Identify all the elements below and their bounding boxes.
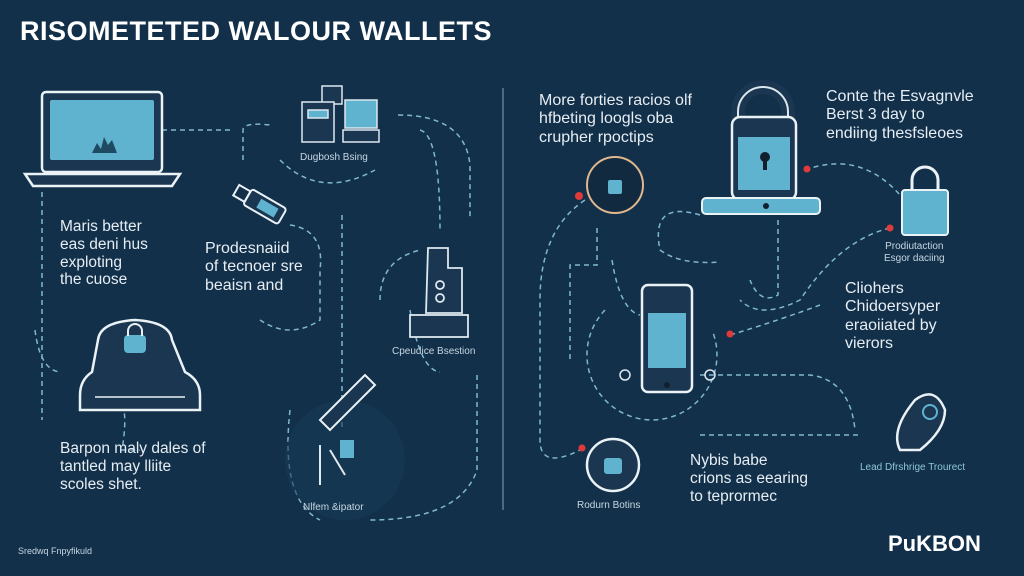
right-text-block-1: More forties racios olf hfbeting loogls … — [539, 92, 692, 146]
laptop-icon — [22, 90, 183, 188]
right-text-block-3: Cliohers Chidoersyper eraoiiated by vier… — [845, 280, 941, 353]
hand-key-icon — [895, 393, 947, 452]
hardware-wallet-icon — [78, 318, 202, 412]
page-title: RISOMETETED WALOUR WALLETS — [20, 16, 492, 46]
security-badge-icon — [575, 156, 644, 214]
text-block-3: Barpon maly dales of tantled may lliite … — [60, 440, 206, 493]
lock-badge-icon — [578, 437, 641, 493]
server-icon — [409, 247, 469, 338]
server-label: Cpeudice Bsestion — [392, 346, 476, 357]
devices-label: Dugbosh Bsing — [300, 152, 368, 163]
usb-key-icon — [231, 183, 287, 225]
small-padlock-icon — [886, 165, 949, 236]
pen-tool-icon — [285, 373, 405, 520]
hand-label: Lead Dfrshrige Trourect — [860, 462, 966, 473]
connector-lines — [34, 114, 901, 521]
padlock-icon — [701, 80, 821, 215]
right-text-block-4: Nybis babe crions as eearing to teprorme… — [690, 452, 809, 505]
badge-label: Rodurn Botins — [577, 500, 641, 511]
smartphone-icon — [619, 283, 734, 394]
lock-label: Prodiutaction Esgor daciing — [884, 241, 945, 264]
footer-note: Sredwq Fnpyfikuld — [18, 546, 93, 556]
text-block-2: Prodesnaiid of tecnoer sre beaisn and — [205, 240, 303, 294]
right-text-block-2: Conte the Esvagnvle Berst 3 day to endii… — [826, 88, 974, 142]
tool-label: Nlfem &ipator — [303, 502, 364, 513]
devices-icon — [301, 85, 380, 143]
text-block-1: Maris better eas deni hus exploting the … — [60, 218, 148, 289]
brand-logo: PuKBON — [888, 531, 981, 556]
